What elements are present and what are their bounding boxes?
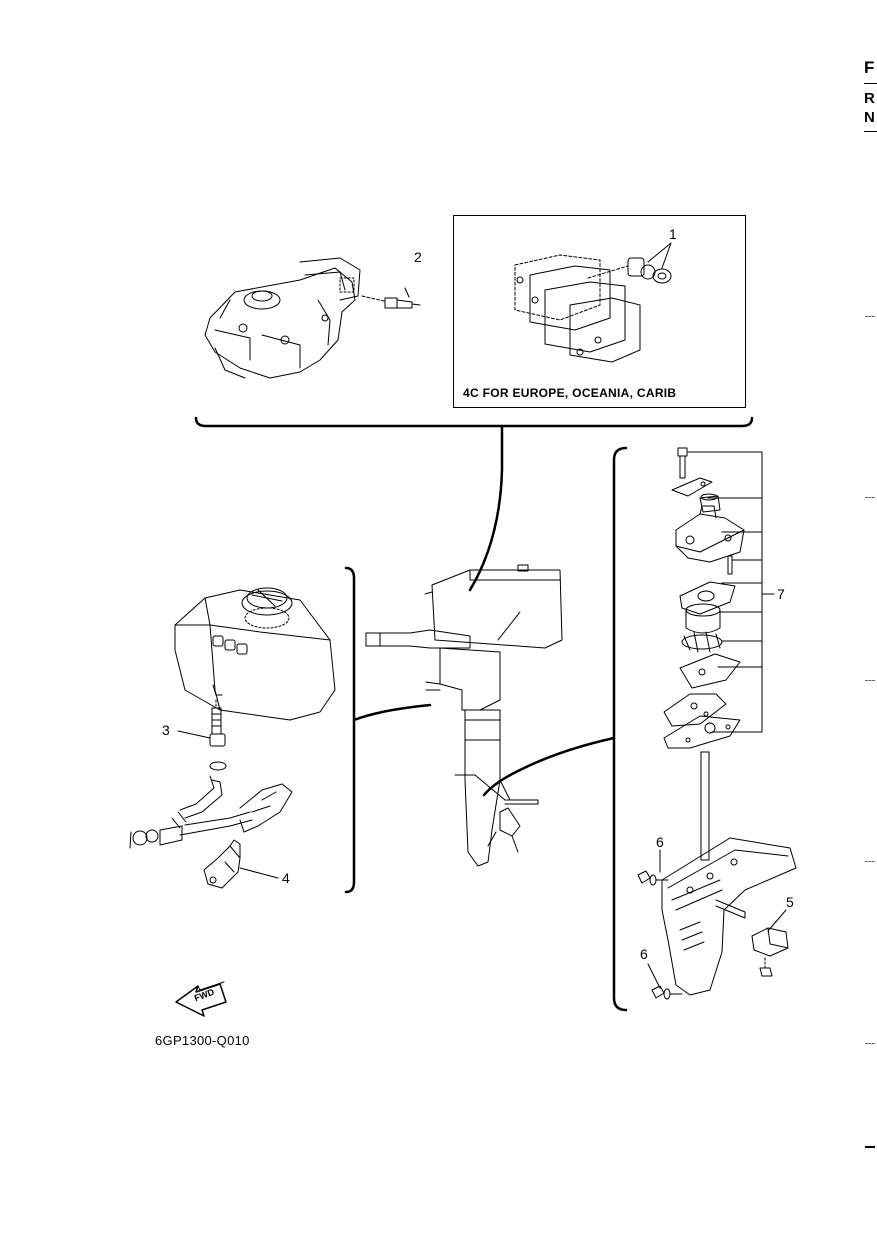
callout-1: 1 [669,226,677,242]
right-bracket [612,446,628,1012]
fuel-hose-drawing [129,761,293,889]
inset-gasket-drawing [514,254,672,363]
header-letter-f: F [864,58,875,77]
connector-curve [468,424,504,592]
edge-mark [865,861,875,862]
callout-2: 2 [414,249,422,265]
header-divider [864,131,877,132]
figure-code: 6GP1300-Q010 [155,1033,250,1048]
leader-line [647,242,672,269]
callout-3: 3 [162,722,170,738]
edge-mark [865,1043,875,1044]
inset-frame [453,215,746,408]
header-letter-n: N [864,109,875,126]
edge-mark [865,1146,875,1148]
callout-6: 6 [640,946,648,962]
callout-bracket-7 [707,497,763,668]
water-pump-drawing [637,447,797,1000]
outboard-motor-drawing [365,564,563,867]
leader-line [177,730,211,739]
callout-6: 6 [656,834,664,850]
connector-curve [482,736,616,797]
spark-plug-drawing [361,295,421,309]
connector-curve [352,703,432,722]
leader-line [767,909,787,932]
leader-line [239,867,279,879]
fuel-filter-drawing [209,699,226,747]
fwd-arrow-icon [175,981,227,1017]
callout-bracket-7 [687,451,763,733]
left-bracket [344,566,356,894]
edge-mark [865,497,875,498]
power-head-drawing [204,257,361,379]
edge-mark [865,680,875,681]
leader-line [497,611,521,641]
fuel-tank-drawing [174,587,336,721]
header-letter-r: R [864,90,875,107]
header-divider [864,83,877,84]
callout-4: 4 [282,870,290,886]
top-bracket [194,416,754,428]
callout-7: 7 [777,586,785,602]
callout-5: 5 [786,894,794,910]
inset-note: 4C FOR EUROPE, OCEANIA, CARIB [463,386,677,400]
leader-line [404,287,410,298]
leader-line [647,963,661,989]
edge-mark [865,316,875,317]
